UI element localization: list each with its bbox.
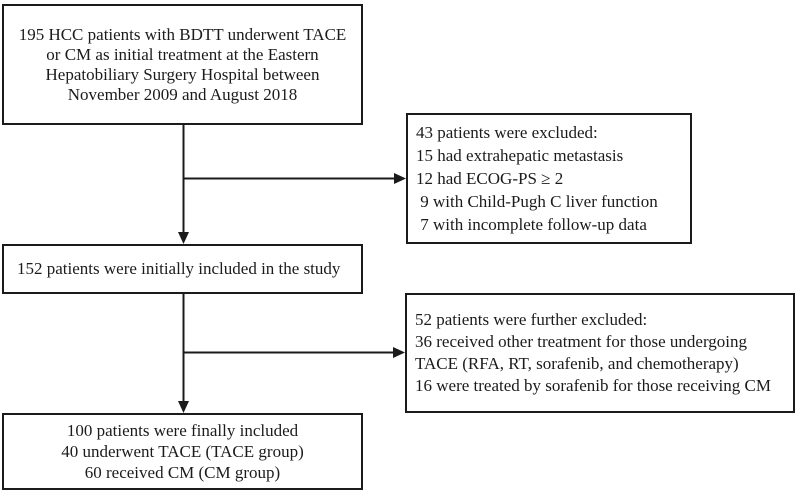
box-finally-included: 100 patients were finally included 40 un… bbox=[2, 413, 363, 490]
box-excluded-first: 43 patients were excluded: 15 had extrah… bbox=[406, 113, 692, 244]
box-excluded-second-text: 52 patients were further excluded: 36 re… bbox=[415, 310, 771, 395]
arrow-included-to-final bbox=[178, 294, 189, 413]
arrow-branch-to-excluded-second bbox=[183, 347, 405, 358]
box-excluded-first-text: 43 patients were excluded: 15 had extrah… bbox=[416, 123, 658, 234]
box-initially-included-text: 152 patients were initially included in … bbox=[17, 259, 341, 278]
box-initial-cohort-text: 195 HCC patients with BDTT underwent TAC… bbox=[18, 24, 347, 104]
arrow-initial-to-included bbox=[178, 125, 189, 244]
box-initially-included: 152 patients were initially included in … bbox=[2, 244, 363, 294]
arrow-branch-to-excluded-first bbox=[183, 173, 406, 184]
box-finally-included-text: 100 patients were finally included 40 un… bbox=[61, 421, 304, 482]
box-initial-cohort: 195 HCC patients with BDTT underwent TAC… bbox=[2, 4, 363, 125]
box-excluded-second: 52 patients were further excluded: 36 re… bbox=[405, 293, 795, 413]
